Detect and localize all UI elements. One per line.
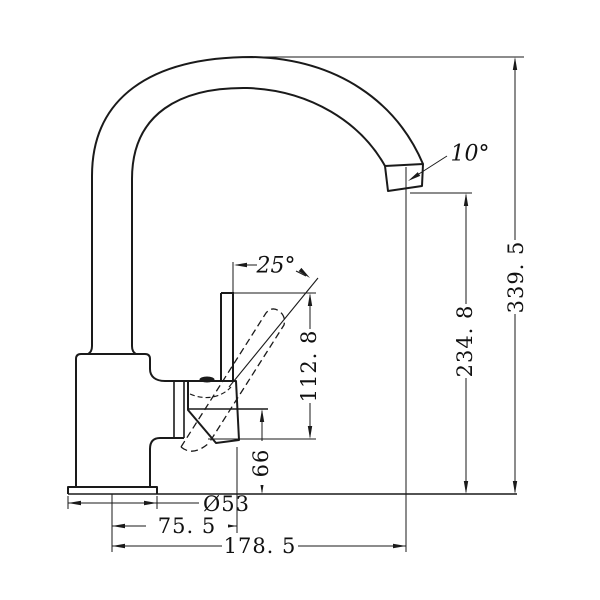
cartridge-dashed-detail <box>189 386 232 399</box>
mask-178 <box>222 535 298 557</box>
arrow-75-left <box>112 523 125 529</box>
label-handle-angle: 25° <box>256 254 296 279</box>
label-body-height: 66 <box>249 449 273 478</box>
handle-assembly <box>173 277 319 452</box>
label-outlet-height: 234. 8 <box>453 305 477 378</box>
arrow-178-left <box>112 543 125 549</box>
label-handle-height: 112. 8 <box>297 330 321 403</box>
mask-234 <box>453 304 477 378</box>
base-flange <box>67 486 158 494</box>
lever-tilted-dashed <box>180 308 286 452</box>
arrow-112-bottom <box>307 426 313 439</box>
handle-body <box>187 380 240 444</box>
arrow-53-right <box>144 500 157 506</box>
arrow-66-top <box>259 409 265 422</box>
handle-cap-detail <box>199 376 215 383</box>
arrow-234-bottom <box>463 481 469 494</box>
mask-112 <box>297 329 321 403</box>
body-lower-right-edge <box>149 437 184 487</box>
arrow-25-left <box>234 262 247 268</box>
faucet-body-outline <box>75 353 188 487</box>
label-base-diameter: Ø53 <box>203 492 250 516</box>
arrow-339-bottom <box>512 481 518 494</box>
dimension-arrowheads <box>68 57 518 549</box>
arrow-112-top <box>307 293 313 306</box>
faucet-outline <box>67 56 517 495</box>
lever-upright <box>220 292 234 381</box>
label-spout-reach: 178. 5 <box>224 534 297 558</box>
dimension-text-masks <box>146 240 528 557</box>
dim-25-leader <box>295 270 307 277</box>
label-handle-offset: 75. 5 <box>158 514 216 538</box>
arrow-339-top <box>512 57 518 70</box>
arrow-25-leader <box>298 267 310 278</box>
arrow-10-leader <box>408 172 421 181</box>
mask-339 <box>504 240 528 314</box>
dimension-labels: 339. 5 234. 8 112. 8 66 Ø53 75. 5 178. 5… <box>158 142 528 559</box>
arrow-234-top <box>463 193 469 206</box>
lever-tilt-axis-line <box>228 277 319 388</box>
arrow-53-left <box>68 500 81 506</box>
gooseneck-inner-line <box>131 86 386 355</box>
label-overall-height: 339. 5 <box>504 241 528 314</box>
spout-tip <box>384 163 424 192</box>
arrow-178-right <box>393 543 406 549</box>
handle-mount-seams <box>173 381 185 438</box>
gooseneck-outer-line <box>87 56 424 355</box>
mask-66 <box>249 441 273 485</box>
mask-75 <box>146 515 228 537</box>
label-spout-angle: 10° <box>451 142 490 167</box>
